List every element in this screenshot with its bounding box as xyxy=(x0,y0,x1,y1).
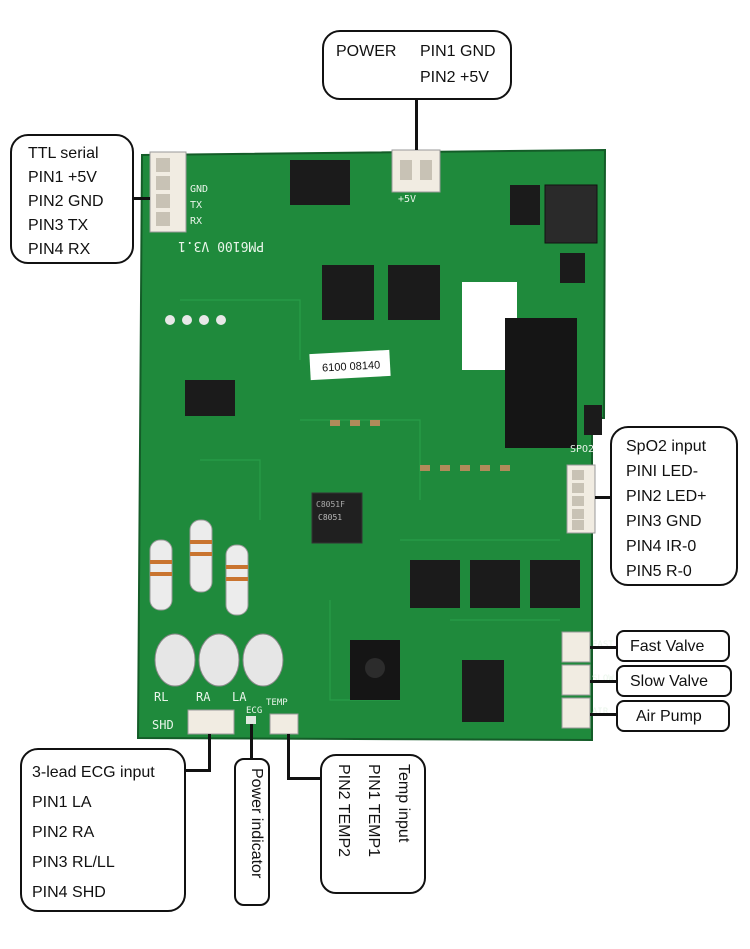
serial-sticker xyxy=(309,349,391,381)
leader-spo2 xyxy=(595,496,611,499)
slow-valve-connector xyxy=(561,664,591,696)
leader-temp-h xyxy=(287,777,321,780)
silk-ra: RA xyxy=(196,690,211,704)
leader-ttl xyxy=(132,197,150,200)
callout-slow-valve: Slow Valve xyxy=(616,665,732,697)
ecg-pin2: PIN2 RA xyxy=(32,824,95,841)
protection-tubes xyxy=(154,633,284,687)
callout-ttl: TTL serial PIN1 +5V PIN2 GND PIN3 TX PIN… xyxy=(10,134,134,264)
leader-power xyxy=(415,98,418,150)
ttl-pin4: PIN4 RX xyxy=(28,241,91,258)
spo2-pin2: PIN2 LED+ xyxy=(626,488,707,505)
silk-air: AIR xyxy=(592,707,609,717)
leader-temp-v xyxy=(287,734,290,780)
spo2-pin1: PINI LED- xyxy=(626,463,699,480)
callout-spo2: SpO2 input PINI LED- PIN2 LED+ PIN3 GND … xyxy=(610,426,738,586)
power-pin2: PIN2 +5V xyxy=(420,69,489,86)
inductor xyxy=(544,184,598,244)
air-pump-connector xyxy=(561,697,591,729)
model-label: PM6100 V3.1 xyxy=(178,238,265,253)
silk-slow: SLOW xyxy=(592,674,614,684)
power-pin1: PIN1 GND xyxy=(420,43,496,60)
silk-temp: TEMP xyxy=(266,698,288,708)
power-resistors xyxy=(149,519,249,616)
ic-opto-1 xyxy=(322,265,374,320)
leader-fast xyxy=(590,646,616,649)
sticker-text: 6100 08140 xyxy=(322,359,381,374)
callout-temp: Temp input PIN1 TEMP1 PIN2 TEMP2 xyxy=(320,754,426,894)
temp-pin1: PIN1 TEMP1 xyxy=(365,764,382,858)
ttl-pin3: PIN3 TX xyxy=(28,217,89,234)
ic-bottom xyxy=(462,660,504,722)
callout-ecg: 3-lead ECG input PIN1 LA PIN2 RA PIN3 RL… xyxy=(20,748,186,912)
spo2-pin4: PIN4 IR-0 xyxy=(626,538,697,555)
spo2-pin5: PIN5 R-0 xyxy=(626,563,692,580)
ecg-pin1: PIN1 LA xyxy=(32,794,92,811)
temp-connector xyxy=(269,713,299,735)
spo2-title: SpO2 input xyxy=(626,438,707,455)
silk-ecg: ECG xyxy=(246,706,263,716)
svg-text:C8051: C8051 xyxy=(318,513,342,522)
silk-fast: FAST xyxy=(592,640,614,650)
silk-gnd: GND xyxy=(190,184,209,195)
spo2-pin3: PIN3 GND xyxy=(626,513,702,530)
silk-la: LA xyxy=(232,690,247,704)
main-chip xyxy=(311,492,363,544)
leader-air xyxy=(590,713,616,716)
leader-ecg-v xyxy=(208,734,211,772)
ecg-pin3: PIN3 RL/LL xyxy=(32,854,115,871)
ecg-pin4: PIN4 SHD xyxy=(32,884,106,901)
slow-valve-label: Slow Valve xyxy=(630,673,708,690)
leader-slow xyxy=(590,680,616,683)
leader-power-ind xyxy=(250,724,253,762)
callout-air-pump: Air Pump xyxy=(616,700,730,732)
chip-label: C8051F xyxy=(316,500,345,509)
ic-mos-2 xyxy=(470,560,520,608)
ecg-title: 3-lead ECG input xyxy=(32,764,155,781)
silk-rl: RL xyxy=(154,690,169,704)
ic-mos-3 xyxy=(530,560,580,608)
temp-title: Temp input xyxy=(395,764,412,843)
ttl-title: TTL serial xyxy=(28,145,99,162)
ecg-connector xyxy=(187,709,235,735)
callout-power-indicator: Power indicator xyxy=(234,758,270,906)
leader-ecg-h xyxy=(184,769,211,772)
ic-opto-2 xyxy=(388,265,440,320)
power-led xyxy=(246,716,256,724)
callout-fast-valve: Fast Valve xyxy=(616,630,730,662)
ttl-pin1: PIN1 +5V xyxy=(28,169,97,186)
ttl-pin2: PIN2 GND xyxy=(28,193,104,210)
ic-left xyxy=(185,380,235,416)
power-title: POWER xyxy=(336,43,397,60)
relay-block xyxy=(505,318,577,448)
silk-tx: TX xyxy=(190,200,203,211)
ic-mos-1 xyxy=(410,560,460,608)
power-indicator-label: Power indicator xyxy=(248,768,265,879)
silk-shd: SHD xyxy=(152,718,174,732)
callout-power: POWER PIN1 GND PIN2 +5V xyxy=(322,30,512,100)
fast-valve-connector xyxy=(561,631,591,663)
ic-top xyxy=(290,160,350,205)
temp-pin2: PIN2 TEMP2 xyxy=(335,764,352,858)
power-connector xyxy=(391,149,441,193)
silk-spo2: SPO2 xyxy=(570,444,595,455)
silk-rx: RX xyxy=(190,216,203,227)
silk-plus5: +5V xyxy=(398,194,417,205)
air-pump-label: Air Pump xyxy=(636,708,702,725)
fast-valve-label: Fast Valve xyxy=(630,638,705,655)
